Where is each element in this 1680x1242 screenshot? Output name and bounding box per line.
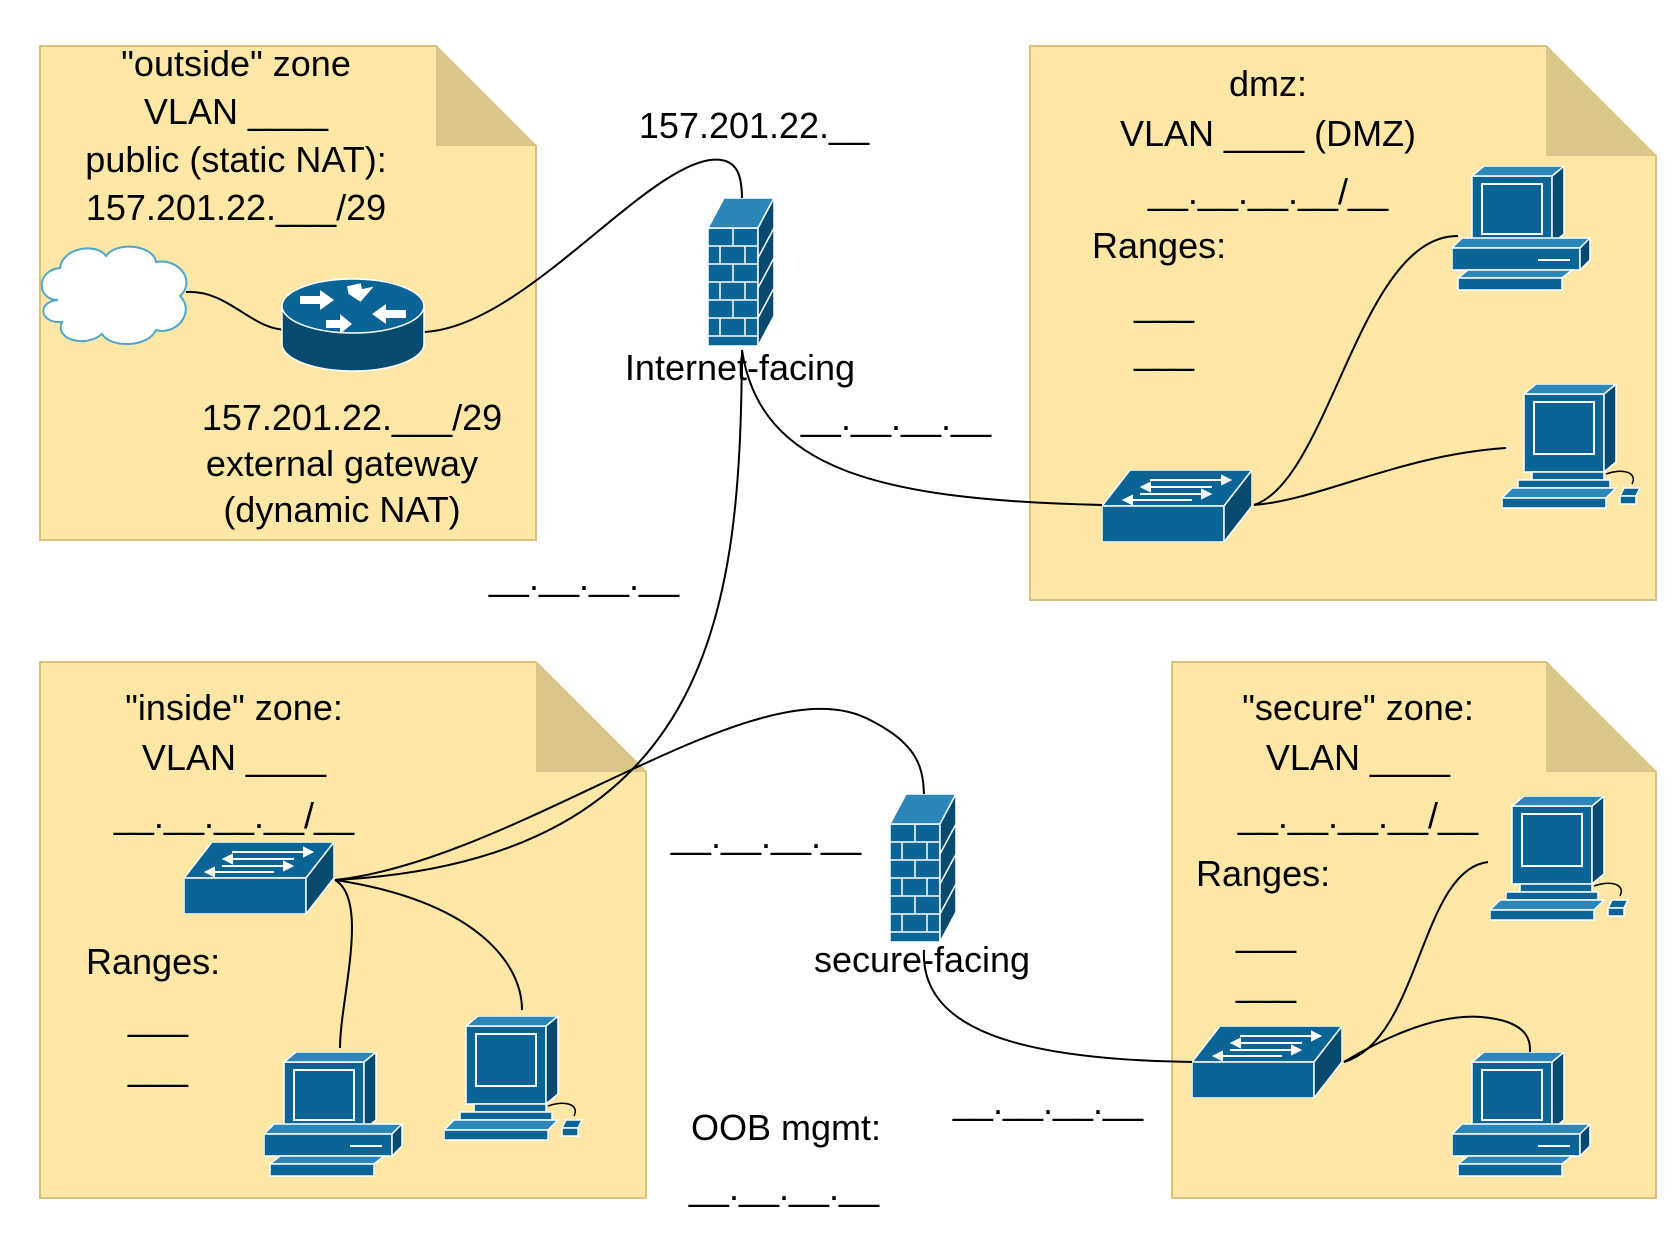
router-to-firewall-link bbox=[421, 158, 743, 333]
inside-zone-range-1: ___ bbox=[127, 997, 189, 1038]
firewall-to-inside-switch-link bbox=[334, 349, 743, 881]
external-gateway-label: external gateway bbox=[206, 443, 478, 484]
secure-switch-icon bbox=[1192, 1026, 1342, 1098]
dmz-zone-subnet: __.__.__.__/__ bbox=[1147, 171, 1389, 212]
outside-zone-note bbox=[39, 45, 537, 541]
outside-zone-public-subnet: 157.201.22.___/29 bbox=[86, 187, 386, 228]
internet-firewall-outside-ip: 157.201.22.__ bbox=[639, 105, 870, 146]
dmz-switch-icon bbox=[1102, 470, 1252, 542]
firewall-to-dmz-switch-link bbox=[741, 349, 1103, 506]
outside-zone-vlan: VLAN ____ bbox=[144, 91, 329, 132]
inside-switch-to-pc1-link bbox=[334, 879, 353, 1049]
secure-firewall-icon bbox=[890, 794, 956, 942]
inside-zone-title: "inside" zone: bbox=[125, 687, 343, 728]
inside-switch-icon bbox=[184, 842, 334, 914]
secure-firewall-inside-link-ip: __.__.__.__ bbox=[670, 815, 862, 856]
external-gateway-nat: (dynamic NAT) bbox=[223, 489, 460, 530]
outside-zone-title: "outside" zone bbox=[121, 43, 351, 84]
connection-lines bbox=[185, 158, 1532, 1063]
secure-switch-to-pc2-link bbox=[1343, 1015, 1532, 1063]
inside-zone-ranges-label: Ranges: bbox=[86, 941, 220, 982]
outside-zone-public-label: public (static NAT): bbox=[85, 139, 386, 180]
dmz-switch-to-pc1-link bbox=[1253, 234, 1459, 506]
secure-firewall-to-secure-switch-link bbox=[922, 949, 1197, 1063]
inside-switch-to-pc2-link bbox=[334, 879, 523, 1011]
oob-mgmt-label: OOB mgmt: bbox=[691, 1107, 881, 1148]
inside-zone-subnet: __.__.__.__/__ bbox=[113, 795, 355, 836]
secure-firewall-label: secure-facing bbox=[814, 939, 1030, 980]
inside-switch-to-secure-firewall-link bbox=[334, 707, 925, 881]
secure-zone-range-2: ___ bbox=[1235, 963, 1297, 1004]
oob-mgmt-ip: __.__.__.__ bbox=[688, 1167, 880, 1208]
external-gateway-ip: 157.201.22.___/29 bbox=[202, 397, 502, 438]
inside-zone-range-2: ___ bbox=[127, 1047, 189, 1088]
internet-firewall-inside-link-ip: __.__.__.__ bbox=[488, 557, 680, 598]
inside-zone-vlan: VLAN ____ bbox=[142, 737, 327, 778]
secure-firewall-secure-link-ip: __.__.__.__ bbox=[952, 1081, 1144, 1122]
secure-zone-title: "secure" zone: bbox=[1242, 687, 1474, 728]
secure-zone-subnet: __.__.__.__/__ bbox=[1237, 795, 1479, 836]
dmz-zone-vlan: VLAN ____ (DMZ) bbox=[1120, 113, 1416, 154]
cloud-icon bbox=[40, 245, 188, 346]
secure-zone-vlan: VLAN ____ bbox=[1266, 737, 1451, 778]
dmz-zone-ranges-label: Ranges: bbox=[1092, 225, 1226, 266]
secure-zone-range-1: ___ bbox=[1235, 913, 1297, 954]
router-icon bbox=[281, 278, 425, 372]
outside-zone-labels: "outside" zone VLAN ____ public (static … bbox=[85, 43, 502, 530]
dmz-zone-range-2: ___ bbox=[1133, 331, 1195, 372]
dmz-zone-range-1: ___ bbox=[1133, 283, 1195, 324]
internet-firewall-dmz-link-ip: __.__.__.__ bbox=[800, 397, 992, 438]
dmz-switch-to-pc2-link bbox=[1253, 447, 1507, 506]
secure-zone-ranges-label: Ranges: bbox=[1196, 853, 1330, 894]
internet-firewall-icon bbox=[708, 198, 774, 346]
dmz-zone-title: dmz: bbox=[1229, 63, 1307, 104]
cloud-to-router-link bbox=[185, 290, 289, 331]
internet-firewall-label: Internet-facing bbox=[625, 347, 855, 388]
